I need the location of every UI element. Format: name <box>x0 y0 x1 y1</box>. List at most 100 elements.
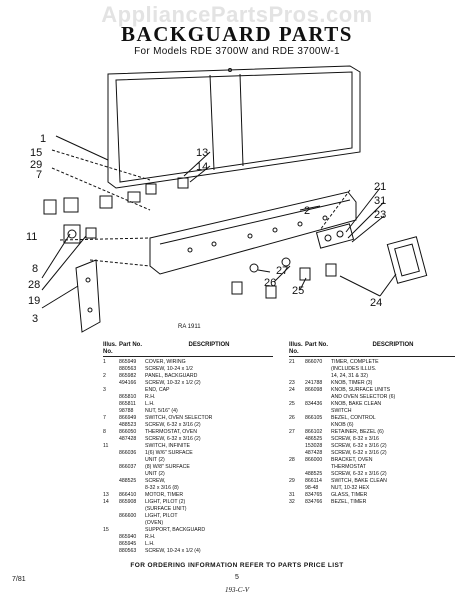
page-title: BACKGUARD PARTS <box>121 22 353 46</box>
description-cell: BEZEL, CONTROL <box>331 415 376 421</box>
part-no-cell: 880563 <box>119 366 137 372</box>
part-no-cell: 834436 <box>305 401 323 407</box>
description-cell: TIMER, COMPLETE <box>331 359 379 365</box>
table-header: Illus. No. Part No. DESCRIPTION <box>103 342 273 357</box>
part-no-cell <box>119 443 145 450</box>
part-no-cell: 487428 <box>305 450 323 456</box>
timer-bezel <box>386 236 428 284</box>
callout-25: 25 <box>292 285 304 297</box>
illus-no-cell <box>103 457 119 464</box>
part-no-cell: 865811 <box>119 401 136 407</box>
illus-no-cell <box>289 394 305 401</box>
part-no-cell: 866410 <box>119 492 137 498</box>
illus-no-cell <box>103 548 119 555</box>
description-cell: THERMOSTAT <box>331 464 366 470</box>
part-no-cell: 834765 <box>305 492 323 498</box>
header-illus-no: Illus. No. <box>289 342 303 355</box>
description-cell: R.H. <box>145 394 156 400</box>
part-no-cell: 866070 <box>305 359 323 365</box>
part-no-cell: 241788 <box>305 380 323 386</box>
description-cell: (8) W/8" SURFACE <box>145 464 190 470</box>
illus-no-cell <box>289 443 305 450</box>
illus-no-cell: 8 <box>103 429 106 435</box>
illus-no-cell <box>289 450 305 457</box>
illus-no-cell: 23 <box>289 380 295 386</box>
illus-no-cell <box>103 464 119 471</box>
backguard-panel <box>149 191 357 275</box>
oven-selector-switch <box>43 199 57 215</box>
callout-23: 23 <box>374 209 386 221</box>
header-illus-no: Illus. No. <box>103 342 117 355</box>
callout-11: 11 <box>26 231 37 243</box>
part-no-cell <box>305 408 331 415</box>
description-cell: BEZEL, TIMER <box>331 499 367 505</box>
figure-label: RA 1911 <box>178 324 201 330</box>
callout-26: 26 <box>264 277 276 289</box>
part-no-cell: 488523 <box>119 422 137 428</box>
ordering-info-footer: FOR ORDERING INFORMATION REFER TO PARTS … <box>130 562 344 569</box>
header-part-no: Part No. <box>305 342 329 348</box>
pilot-light <box>145 183 157 195</box>
part-no-cell: 866105 <box>305 415 323 421</box>
illus-no-cell <box>103 541 119 548</box>
illus-no-cell <box>289 485 305 492</box>
description-cell: (INCLUDES ILLUS. <box>331 366 377 372</box>
description-cell: GLASS, TIMER <box>331 492 368 498</box>
page-subtitle: For Models RDE 3700W and RDE 3700W-1 <box>134 46 340 57</box>
header-description: DESCRIPTION <box>372 342 414 348</box>
description-cell: (SURFACE UNIT) <box>145 506 187 512</box>
end-cap-left <box>75 259 101 333</box>
part-no-cell: 487428 <box>119 436 137 442</box>
description-cell: SUPPORT, BACKGUARD <box>145 527 206 533</box>
part-no-cell: 866098 <box>305 387 323 393</box>
part-no-cell: 866102 <box>305 429 323 435</box>
illus-no-cell: 26 <box>289 415 295 421</box>
table-row: (INCLUDES ILLUS. <box>289 366 455 373</box>
illus-no-cell: 1 <box>103 359 106 365</box>
part-no-cell <box>305 366 331 373</box>
illus-no-cell: 32 <box>289 499 295 505</box>
table-row: 8-32 x 3/16 (8) <box>103 485 273 492</box>
table-row: THERMOSTAT <box>289 464 455 471</box>
part-no-cell: 834766 <box>305 499 323 505</box>
illus-no-cell: 14 <box>103 499 109 505</box>
part-no-cell: 98-48 <box>305 485 319 491</box>
description-cell: KNOB, TIMER (3) <box>331 380 373 386</box>
illus-no-cell <box>103 471 119 478</box>
part-no-cell: 865982 <box>119 373 137 379</box>
description-cell: SWITCH, OVEN SELECTOR <box>145 415 213 421</box>
part-no-cell <box>119 457 145 464</box>
description-cell: R.H. <box>145 534 156 540</box>
illus-no-cell <box>103 450 119 457</box>
illus-no-cell: 11 <box>103 443 109 449</box>
illus-no-cell: 7 <box>103 415 106 421</box>
part-no-cell: 865940 <box>119 534 137 540</box>
part-no-cell <box>119 471 145 478</box>
table-row: 26 866105 BEZEL, CONTROL <box>289 415 455 422</box>
part-no-cell <box>305 422 331 429</box>
callout-24: 24 <box>370 297 382 309</box>
table-row: (OVEN) <box>103 520 273 527</box>
callout-3: 3 <box>32 313 38 325</box>
illus-no-cell <box>289 366 305 373</box>
part-no-cell: 866949 <box>119 415 137 421</box>
illus-no-cell <box>103 520 119 527</box>
part-no-cell: 866050 <box>119 429 137 435</box>
description-cell: SCREW, 6-32 x 3/16 (2) <box>145 436 201 442</box>
callout-13: 13 <box>196 147 208 159</box>
description-cell: END, CAP <box>145 387 170 393</box>
description-cell: LIGHT, PILOT <box>145 513 178 519</box>
